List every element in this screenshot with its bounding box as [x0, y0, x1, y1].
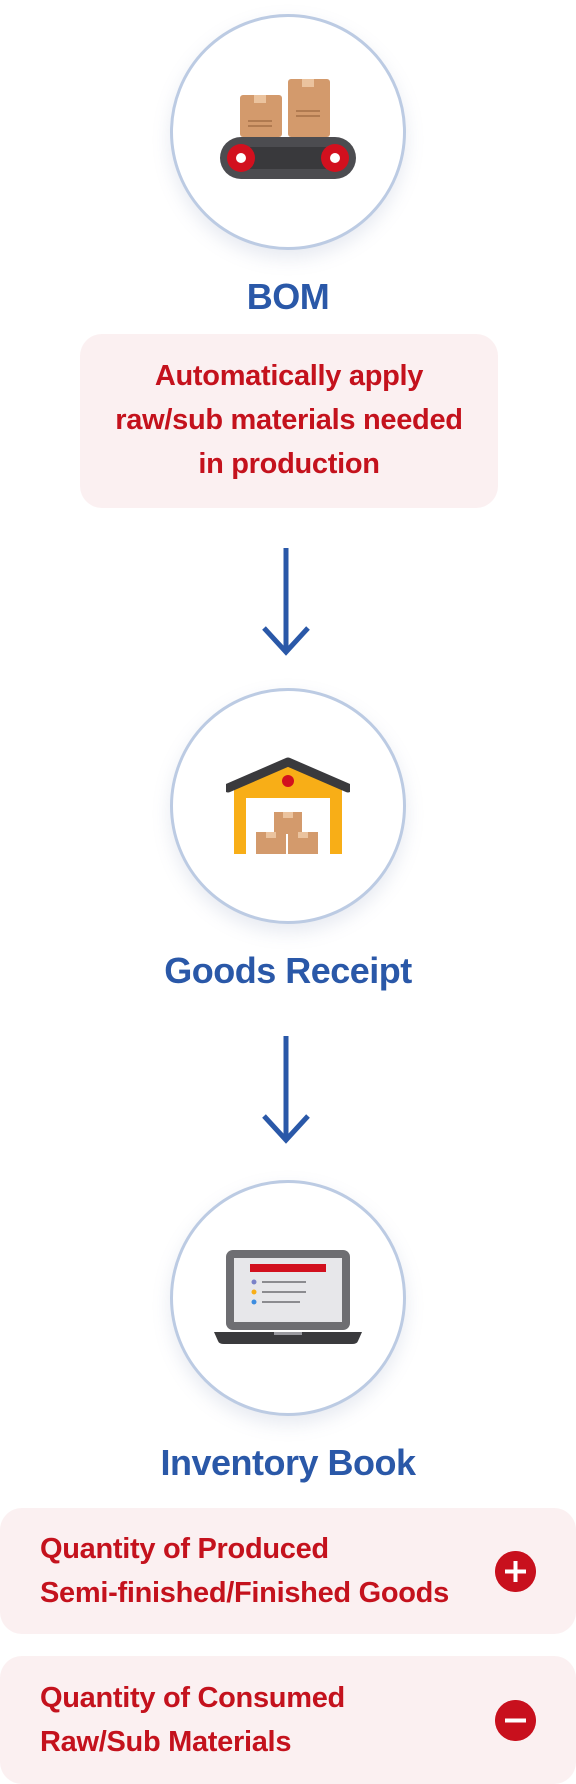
produced-goods-line: Semi-finished/Finished Goods	[40, 1577, 449, 1609]
minus-icon	[495, 1699, 536, 1741]
step-title-inventory-book: Inventory Book	[160, 1442, 416, 1483]
consumed-materials-line: Raw/Sub Materials	[40, 1726, 292, 1758]
produced-goods-row: Quantity of Produced Semi-finished/Finis…	[0, 1508, 576, 1634]
plus-icon	[495, 1550, 536, 1592]
step-title-goods-receipt: Goods Receipt	[164, 950, 412, 991]
bom-note-box: Automatically apply raw/sub materials ne…	[80, 334, 498, 508]
bom-note-line: raw/sub materials needed	[115, 404, 463, 436]
produced-goods-line: Quantity of Produced	[40, 1533, 329, 1565]
consumed-materials-line: Quantity of Consumed	[40, 1682, 345, 1714]
inventory-book-step-circle	[170, 1180, 406, 1416]
laptop-icon	[214, 1250, 362, 1344]
consumed-materials-label: Quantity of Consumed Raw/Sub Materials	[40, 1676, 345, 1764]
warehouse-icon	[226, 757, 350, 854]
step-title-bom: BOM	[246, 276, 330, 317]
produced-goods-label: Quantity of Produced Semi-finished/Finis…	[40, 1527, 449, 1615]
conveyor-boxes-icon	[220, 79, 356, 179]
down-arrow-icon	[262, 548, 310, 656]
bom-note-line: in production	[198, 448, 380, 480]
bom-note-line: Automatically apply	[154, 360, 424, 392]
consumed-materials-row: Quantity of Consumed Raw/Sub Materials	[0, 1656, 576, 1784]
down-arrow-icon	[262, 1036, 310, 1144]
bom-step-circle	[170, 14, 406, 250]
goods-receipt-step-circle	[170, 688, 406, 924]
